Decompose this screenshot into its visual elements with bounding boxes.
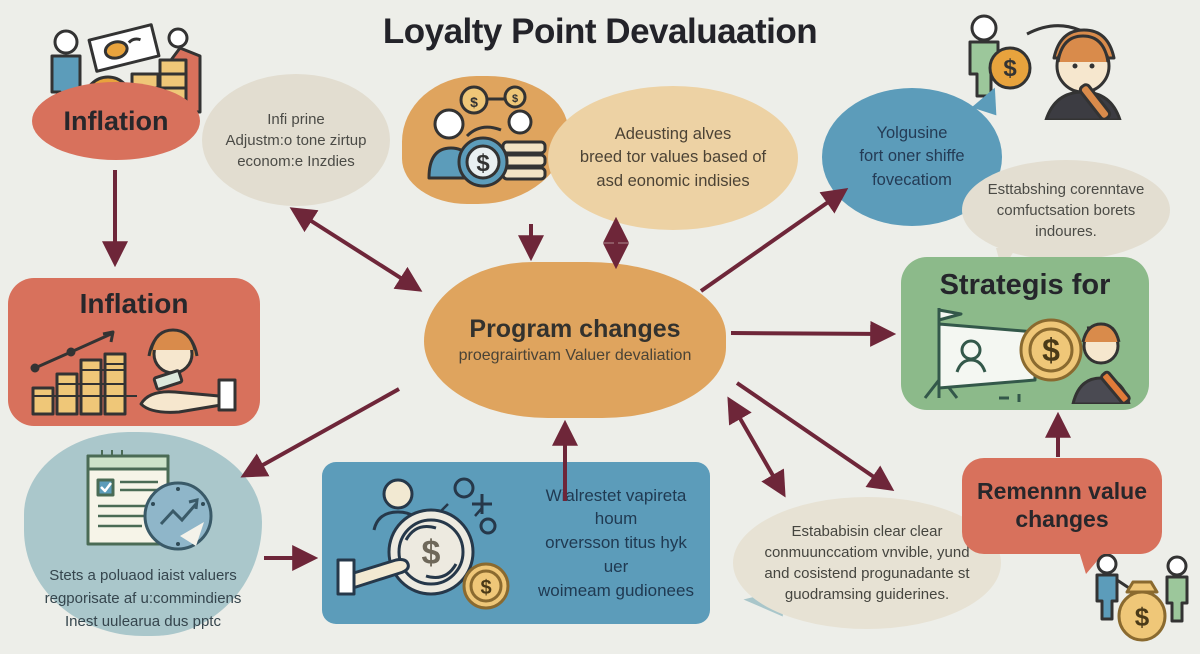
communication-line2: conmuunccatiom vnvible, yund [764, 544, 970, 561]
infi-bubble-line1: Infi prine [267, 110, 325, 128]
inflation-ellipse: Inflation [32, 82, 200, 160]
svg-text:$: $ [1135, 602, 1150, 632]
adjusting-ellipse: Adeusting alves breed tor values based o… [548, 86, 798, 230]
checklist-gauge-icon [68, 440, 218, 563]
conversion-card: $ $ Wialrestet vapireta houm orversson t… [322, 462, 710, 624]
adjusting-line3: asd eonomic indisies [596, 171, 750, 190]
page-title: Loyalty Point Devaluaation [382, 12, 818, 51]
program-changes-title: Program changes [469, 315, 681, 343]
yolgusine-line2: fort oner shiffe [859, 147, 965, 166]
program-changes-subtitle: proegrairtivam Valuer devaliation [458, 347, 692, 364]
adjusting-line2: breed tor values based of [579, 148, 767, 167]
inflation-ellipse-label: Inflation [63, 105, 169, 136]
svg-text:$: $ [476, 150, 490, 177]
infi-bubble-line2: Adjustm:o tone zirtup [225, 131, 367, 149]
communication-line4: guodramsing guiderines. [784, 586, 950, 603]
svg-text:$: $ [422, 534, 441, 572]
conversion-line3: woimeam gudionees [538, 580, 694, 600]
svg-text:$: $ [470, 94, 478, 110]
give-coin-person-icon: $ [932, 6, 1137, 120]
arrow-infi-center [289, 207, 423, 292]
yolgusine-bubble: Yolgusine fort oner shiffe fovecatiom [822, 88, 1002, 226]
arrow-center-communication2 [735, 381, 895, 491]
establishing-bubble: Esttabshing corenntave comfuctsation bor… [962, 160, 1170, 260]
orange-blob-top: $ $ $ [402, 76, 568, 204]
steps-cloud-line2: regporisate af u:commindiens [44, 590, 242, 607]
strategies-card-label: Strategis for [939, 269, 1111, 301]
conversion-line1: Wialrestet vapireta houm [545, 485, 687, 529]
conversion-card-text: Wialrestet vapireta houm orversson titus… [536, 484, 696, 603]
infi-bubble-line3: econom:e Inzdies [237, 152, 355, 170]
yolgusine-line1: Yolgusine [876, 124, 948, 143]
arrow-center-strategies [730, 320, 897, 347]
establishing-line1: Esttabshing corenntave [987, 180, 1145, 198]
presentation-coin-icon: $ [909, 302, 1141, 409]
steps-cloud: Stets a poluaod iaist valuers regporisat… [24, 432, 262, 636]
remain-value-line1: Remennn value [977, 478, 1147, 505]
establishing-line2: comfuctsation borets [996, 201, 1136, 219]
hand-coin-refresh-icon: $ $ [336, 468, 536, 619]
communication-line1: Estababisin clear clear [791, 523, 943, 540]
svg-text:$: $ [512, 93, 518, 105]
infi-bubble: Infi prine Adjustm:o tone zirtup econom:… [202, 74, 390, 206]
conversion-line2: orversson titus hyk uer [545, 533, 687, 576]
communication-line3: and cosistend progunadante st [764, 565, 970, 582]
duo-moneybag-icon: $ [1085, 548, 1197, 646]
remain-value-bubble: Remennn value changes [962, 458, 1162, 554]
strategies-card: Strategis for $ [901, 257, 1149, 410]
steps-cloud-line3: Inest uulearua dus pptc [65, 613, 221, 630]
coin-exchange-icon: $ $ $ [419, 82, 551, 199]
arrow-center-communication [727, 396, 786, 498]
inflation-card-label: Inflation [79, 288, 189, 319]
bar-growth-hand-icon [21, 322, 247, 423]
communication-bubble: Estababisin clear clear conmuunccatiom v… [733, 497, 1001, 629]
remain-value-line2: changes [1015, 506, 1109, 532]
yolgusine-line3: fovecatiom [872, 170, 952, 189]
adjusting-line1: Adeusting alves [614, 125, 732, 144]
svg-text:$: $ [480, 577, 491, 599]
program-changes-blob: Program changes proegrairtivam Valuer de… [424, 262, 726, 418]
establishing-line3: indoures. [1035, 222, 1097, 240]
inflation-card: Inflation [8, 278, 260, 426]
svg-text:$: $ [1003, 55, 1017, 82]
svg-text:$: $ [1042, 332, 1060, 368]
steps-cloud-line1: Stets a poluaod iaist valuers [49, 567, 237, 584]
